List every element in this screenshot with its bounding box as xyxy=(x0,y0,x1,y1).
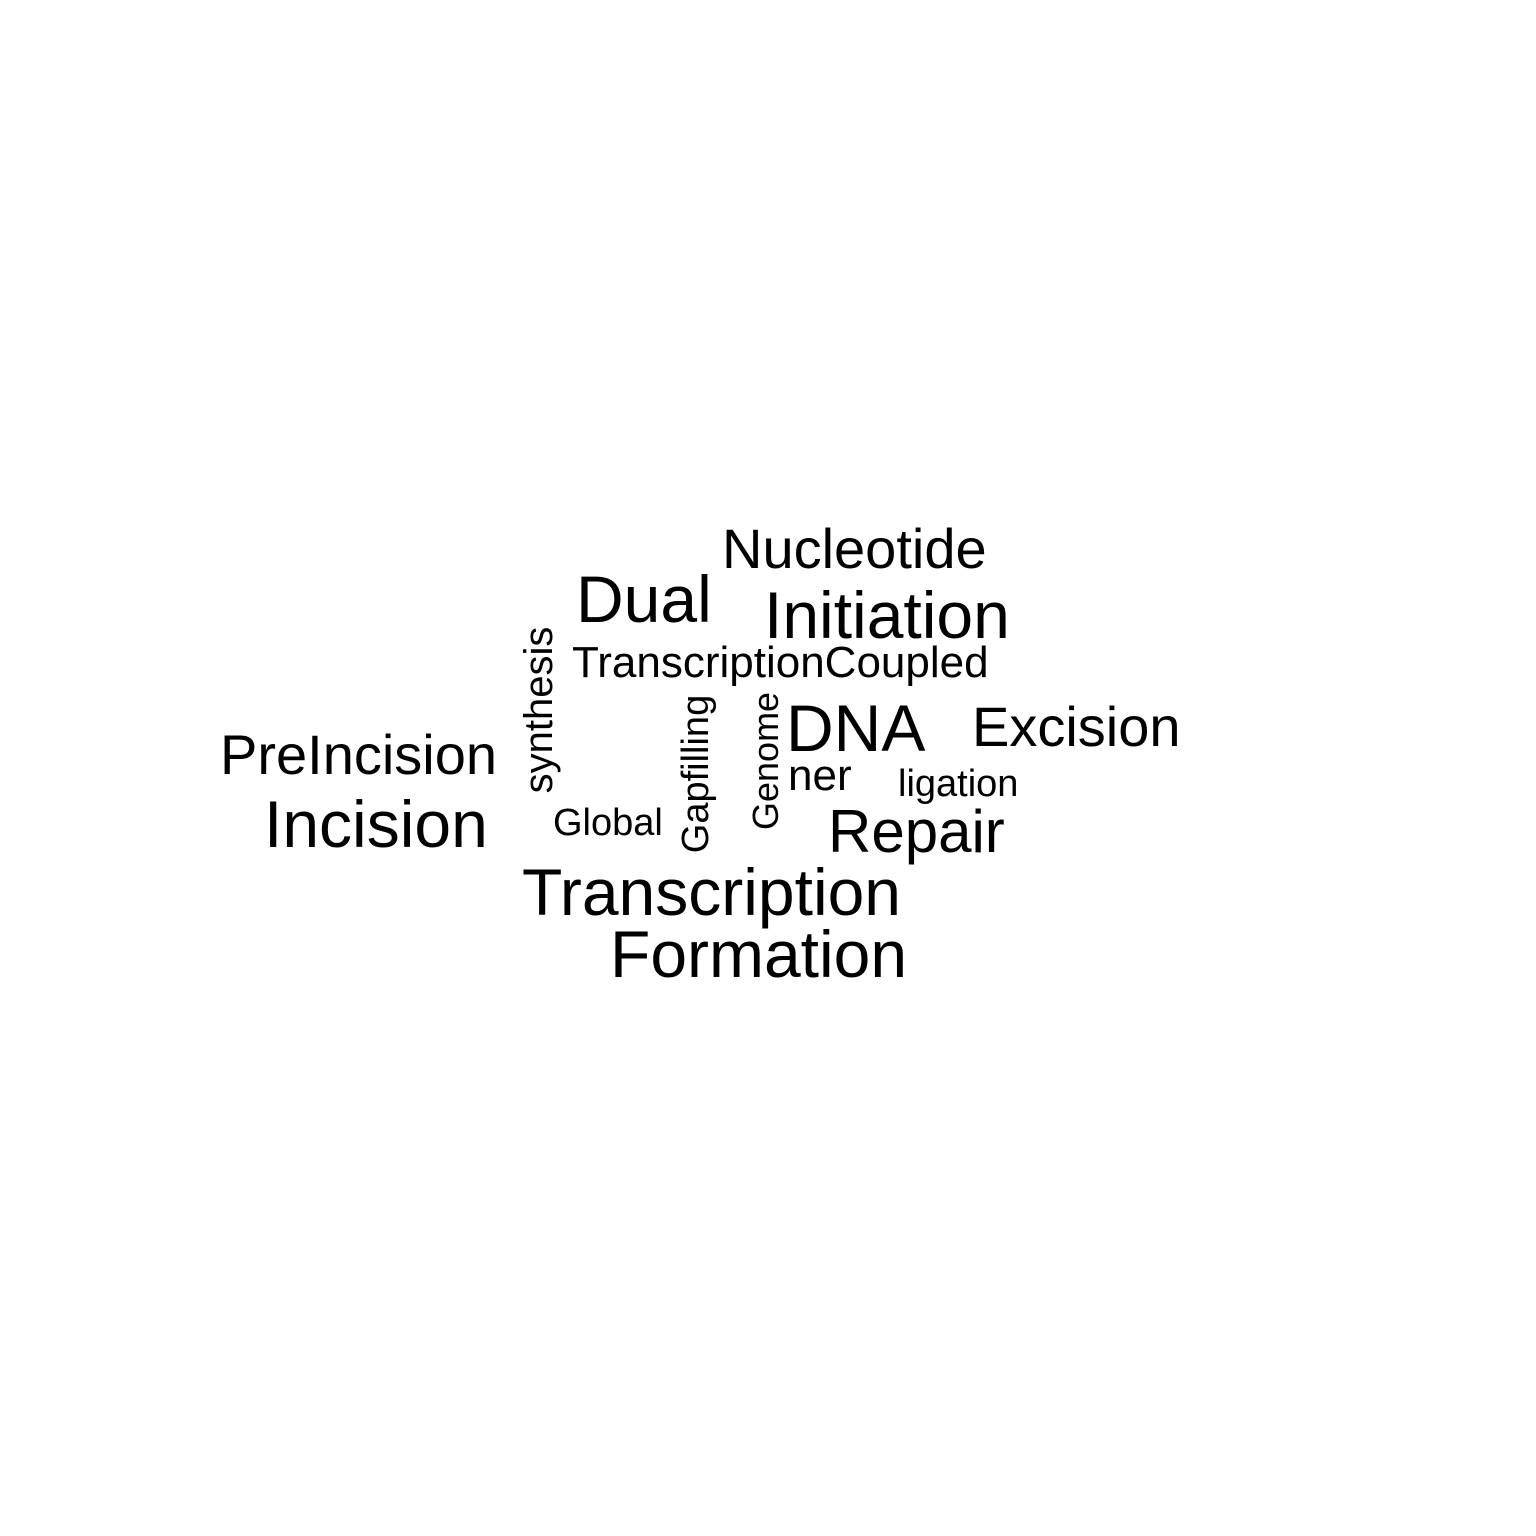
word-ner: ner xyxy=(788,751,852,800)
word-synthesis: synthesis xyxy=(517,626,561,794)
word-initiation: Initiation xyxy=(764,578,1010,652)
word-transcription: Transcription xyxy=(522,855,902,929)
word-dual: Dual xyxy=(576,562,712,636)
word-nucleotide: Nucleotide xyxy=(722,517,987,580)
word-repair: Repair xyxy=(828,798,1005,865)
word-ligation: ligation xyxy=(898,763,1019,805)
word-incision: Incision xyxy=(264,787,488,861)
word-formation: Formation xyxy=(610,917,908,991)
word-global: Global xyxy=(553,802,663,844)
word-transcription-coupled: TranscriptionCoupled xyxy=(572,638,989,687)
word-excision: Excision xyxy=(972,695,1181,758)
word-genome: Genome xyxy=(745,691,786,830)
word-preincision: PreIncision xyxy=(220,723,498,786)
word-gapfilling: Gapfilling xyxy=(675,694,717,854)
word-dna: DNA xyxy=(786,691,926,765)
